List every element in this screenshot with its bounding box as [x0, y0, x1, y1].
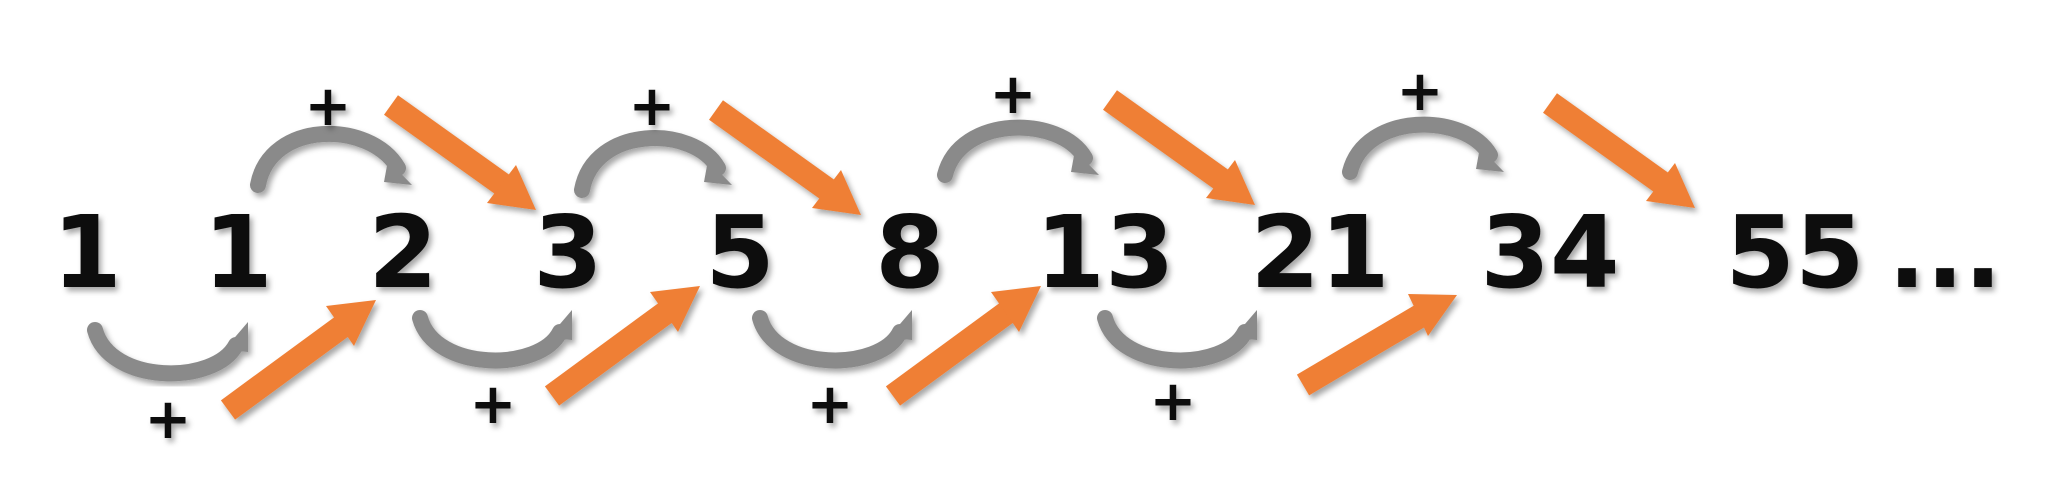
sequence-number: 13: [1035, 194, 1174, 311]
plus-sign: +: [145, 387, 192, 452]
sequence-number: 1: [203, 194, 273, 311]
result-arrow: [1103, 90, 1255, 205]
addition-arc: [752, 310, 912, 369]
sequence-number: 5: [705, 194, 775, 311]
sequence-number: 8: [875, 194, 945, 311]
top-result-arrows: [384, 90, 1695, 215]
sequence-number: 2: [368, 194, 438, 311]
addition-arc: [1097, 310, 1257, 369]
result-arrow: [1543, 93, 1695, 208]
plus-sign: +: [990, 62, 1037, 127]
addition-arc: [87, 322, 248, 382]
plus-sign: +: [305, 74, 352, 139]
bottom-result-arrows: [220, 286, 1457, 420]
ellipsis: ...: [1888, 194, 2002, 311]
sequence-number: 55: [1725, 194, 1864, 311]
result-arrow: [885, 286, 1041, 406]
sequence-number: 1: [52, 194, 122, 311]
result-arrow: [384, 95, 536, 210]
plus-signs: + + + + + + + +: [145, 59, 1444, 452]
top-addition-arcs: [250, 116, 1504, 198]
addition-arc: [574, 130, 732, 198]
sequence-number: 34: [1480, 194, 1619, 311]
plus-sign: +: [470, 372, 517, 437]
addition-arc: [412, 310, 572, 369]
addition-arc: [250, 125, 412, 193]
sequence-numbers: 1 1 2 3 5 8 13 21 34 55 ...: [52, 194, 2002, 311]
result-arrow: [1296, 294, 1457, 396]
plus-sign: +: [807, 372, 854, 437]
sequence-number: 21: [1250, 194, 1389, 311]
plus-sign: +: [1150, 369, 1197, 434]
plus-sign: +: [629, 74, 676, 139]
result-arrow: [709, 100, 861, 215]
addition-arc: [937, 119, 1099, 183]
bottom-addition-arcs: [87, 310, 1257, 382]
result-arrow: [544, 286, 700, 406]
sequence-number: 3: [533, 194, 603, 311]
addition-arc: [1342, 116, 1504, 180]
result-arrow: [220, 300, 376, 420]
plus-sign: +: [1397, 59, 1444, 124]
